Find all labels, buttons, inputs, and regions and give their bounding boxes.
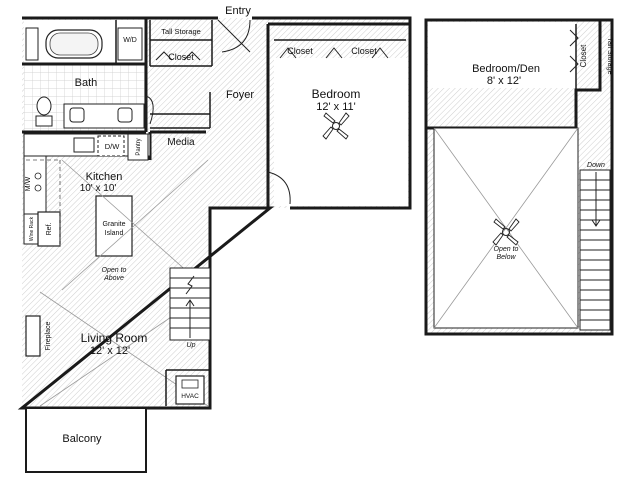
- label-den: Bedroom/Den: [472, 63, 540, 75]
- dw-box: [97, 135, 125, 157]
- label-tall-storage: Tall Storage: [161, 27, 201, 36]
- closet-wall: [115, 20, 213, 67]
- label-kitchen: Kitchen: [86, 171, 123, 183]
- bedroom-closet-tops: [279, 47, 389, 59]
- label-kitchen-dim: 10' x 10': [80, 183, 117, 194]
- den-floor: [428, 22, 576, 88]
- label-open-to: Open to: [102, 267, 127, 274]
- label-pantry: Pantry: [136, 138, 142, 155]
- label-living-room: Living Room: [81, 331, 148, 345]
- label-below: Below: [496, 254, 516, 261]
- label-bed-closet-1: Closet: [287, 46, 313, 56]
- main-outer-wall: [17, 16, 412, 410]
- toilet-tank: [35, 115, 53, 127]
- toilet-bowl: [36, 96, 52, 116]
- sink-1: [69, 107, 85, 123]
- label-bath: Bath: [75, 77, 98, 89]
- label-ref: Ref.: [46, 223, 53, 236]
- entry-door[interactable]: [217, 19, 251, 53]
- kitchen-dash-edge: [26, 159, 61, 246]
- burner-2: [34, 184, 42, 192]
- sink-2: [117, 107, 133, 123]
- stairs-down-arrow: [591, 172, 601, 227]
- label-bedroom: Bedroom: [312, 87, 361, 101]
- label-above: Above: [103, 275, 124, 282]
- balcony: [25, 407, 147, 473]
- label-den-dim: 8' x 12': [487, 75, 521, 87]
- label-media: Media: [167, 137, 195, 148]
- label-granite: Granite: [103, 221, 126, 228]
- label-wine-rack: Wine Rack: [29, 216, 35, 241]
- den-closet-doors: [569, 29, 579, 73]
- label-open-to-2: Open to: [494, 246, 519, 253]
- label-bed-closet-2: Closet: [351, 46, 377, 56]
- hall-wall: [150, 92, 211, 129]
- ref-box: [37, 211, 61, 247]
- top-closet-doors: [155, 51, 201, 61]
- stairs-loft-treads: [580, 179, 610, 321]
- pantry-box: [127, 133, 149, 161]
- label-closet-top: Closet: [168, 52, 194, 62]
- label-dw: D/W: [105, 142, 121, 151]
- wd-box: [117, 27, 143, 61]
- label-entry: Entry: [225, 5, 251, 17]
- bedroom-fan-icon: [322, 112, 350, 140]
- bedroom-door[interactable]: [267, 171, 291, 205]
- label-den-closet: Closet: [579, 44, 588, 67]
- label-foyer: Foyer: [226, 89, 254, 101]
- linen-closet: [25, 27, 39, 61]
- loft-level: [424, 18, 614, 336]
- hvac-closet: [165, 369, 210, 406]
- kitchen-sink: [73, 137, 95, 153]
- tub-inner: [49, 32, 99, 56]
- label-mw: M/W: [25, 176, 32, 191]
- label-wd: W/D: [123, 37, 137, 44]
- burner-1: [34, 172, 42, 180]
- tub: [45, 29, 103, 59]
- label-balcony: Balcony: [62, 433, 102, 445]
- stairs-break: [185, 275, 195, 295]
- main-level: [17, 16, 412, 473]
- label-down: Down: [587, 162, 605, 169]
- label-hvac: HVAC: [181, 393, 199, 400]
- labels: Entry W/D Tall Storage Closet Bath Foyer…: [25, 5, 613, 445]
- hvac-inner: [181, 379, 199, 389]
- stairs-up-arrow: [185, 299, 195, 338]
- fireplace-box: [25, 315, 41, 357]
- loft-fan-icon: [492, 218, 520, 246]
- label-living-dim: 12' x 12': [90, 345, 130, 357]
- label-den-tall-storage: Tall Storage: [606, 38, 613, 75]
- bath-door[interactable]: [145, 95, 154, 128]
- label-island: Island: [105, 230, 124, 237]
- label-bedroom-dim: 12' x 11': [316, 101, 355, 113]
- loft-outer-wall: [424, 18, 614, 336]
- label-up: Up: [187, 342, 196, 349]
- label-fireplace: Fireplace: [45, 322, 52, 351]
